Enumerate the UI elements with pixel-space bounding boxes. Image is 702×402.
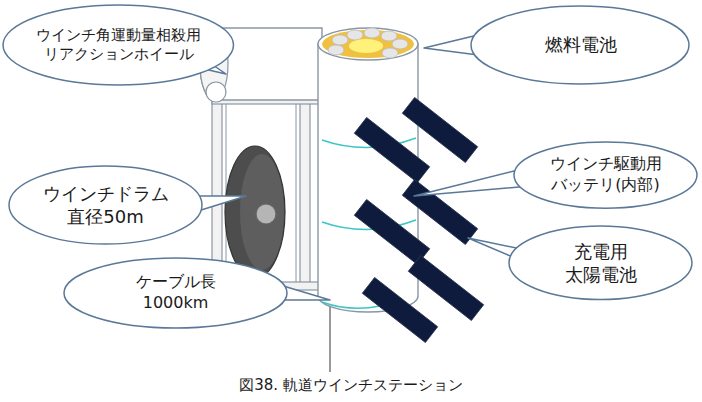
bubble-text-group: ウインチドラム 直径50m [42, 182, 169, 229]
callout-bubble: ウインチドラム 直径50m [8, 165, 203, 245]
bubble-text-group: ケーブル長 1000km [135, 272, 216, 314]
callout-text: ウインチドラム 直径50m [42, 182, 169, 229]
winch-drum [225, 146, 285, 278]
callout-text: ウインチ駆動用 バッテリ(内部) [549, 154, 662, 196]
callout-bubble: 充電用 太陽電池 [508, 225, 693, 300]
figure-caption: 図38. 軌道ウインチステーション [239, 376, 463, 395]
bubble-text-group: ウインチ角運動量相殺用 リアクションホイール [36, 26, 202, 65]
callout-text: 燃料電池 [544, 33, 617, 56]
drum-frame [212, 96, 320, 290]
bubble-outline [508, 225, 693, 300]
fuel-cell [322, 28, 414, 58]
callout-bubble: ウインチ角運動量相殺用 リアクションホイール [2, 4, 235, 86]
callout-text: ウインチ角運動量相殺用 リアクションホイール [36, 26, 202, 65]
callout-bubble: ウインチ駆動用 バッテリ(内部) [513, 141, 698, 209]
bubble-text-group: ウインチ駆動用 バッテリ(内部) [549, 154, 662, 196]
bubble-text-group: 充電用 太陽電池 [564, 240, 637, 287]
solar-panels [354, 97, 483, 342]
callout-tail [182, 34, 534, 300]
callout-text: ケーブル長 1000km [135, 272, 216, 314]
bubble-outline [8, 165, 203, 245]
cable [329, 300, 331, 372]
bubble-text-group: 燃料電池 [544, 33, 617, 56]
callout-bubble: ケーブル長 1000km [63, 257, 288, 329]
callout-bubble: 燃料電池 [470, 5, 690, 85]
callout-text: 充電用 太陽電池 [564, 240, 637, 287]
